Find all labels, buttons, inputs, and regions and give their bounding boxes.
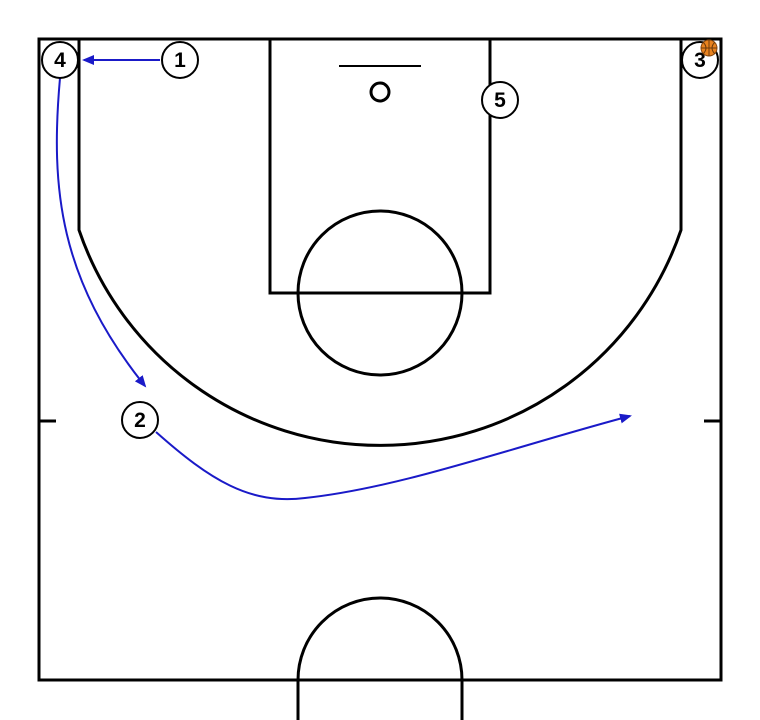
rim bbox=[369, 81, 391, 103]
player-2-label: 2 bbox=[134, 409, 146, 432]
three-point-line bbox=[77, 39, 683, 447]
movement-paths bbox=[55, 55, 632, 501]
player-3[interactable]: 3 bbox=[681, 39, 719, 79]
paint-lane bbox=[268, 37, 492, 295]
player-4-label: 4 bbox=[54, 49, 66, 72]
movement-cut-4-to-wing bbox=[55, 77, 147, 388]
player-1[interactable]: 1 bbox=[161, 41, 199, 79]
movement-cut-2-across bbox=[155, 413, 632, 501]
basketball-icon bbox=[700, 39, 718, 57]
player-2[interactable]: 2 bbox=[121, 401, 159, 439]
court-boundary bbox=[37, 37, 723, 682]
player-3-label: 3 bbox=[694, 49, 706, 72]
player-5[interactable]: 5 bbox=[481, 81, 519, 119]
player-4-marker bbox=[41, 41, 79, 79]
player-5-label: 5 bbox=[494, 89, 506, 112]
player-1-label: 1 bbox=[174, 49, 186, 72]
free-throw-circle bbox=[296, 209, 464, 377]
player-4[interactable]: 4 bbox=[41, 41, 79, 79]
center-circle bbox=[296, 596, 464, 720]
player-1-marker bbox=[161, 41, 199, 79]
court-lines bbox=[37, 37, 723, 720]
player-2-marker bbox=[121, 401, 159, 439]
player-5-marker bbox=[481, 81, 519, 119]
